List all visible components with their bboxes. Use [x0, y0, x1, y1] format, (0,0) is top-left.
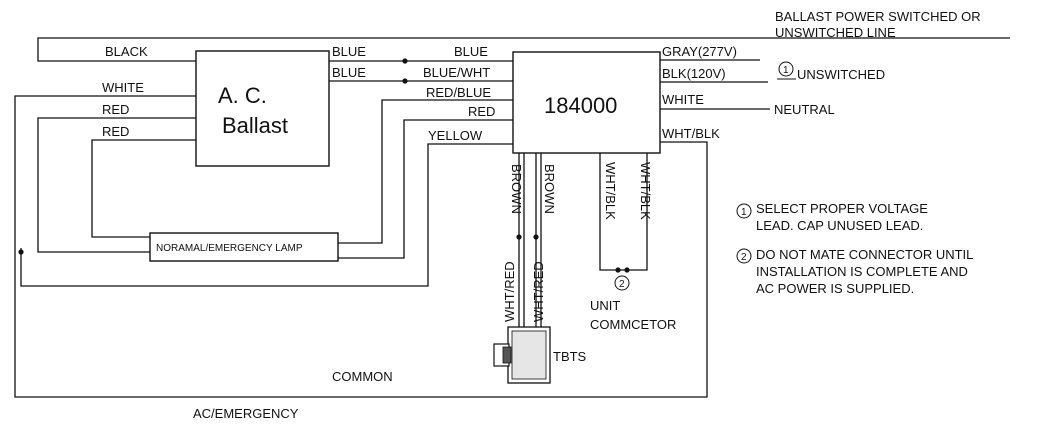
red-wire-2 [91, 139, 196, 238]
unswitched-label: UNSWITCHED [797, 67, 885, 82]
wire-label-brown-a: BROWN [509, 164, 524, 214]
wire-label-brown-b: BROWN [542, 164, 557, 214]
note-2-line3: AC POWER IS SUPPLIED. [756, 281, 914, 296]
white-common-wire [14, 95, 708, 398]
top-note-line2: UNSWITCHED LINE [775, 25, 896, 40]
red-blue-wire [338, 99, 513, 244]
wire-label-blk-120v: BLK(120V) [662, 66, 726, 81]
marker-2-circle [614, 275, 630, 291]
tbts-button-cap [502, 346, 512, 364]
wire-label-red-blue: RED/BLUE [426, 85, 491, 100]
unit-title: 184000 [544, 93, 617, 118]
wire-label-black: BLACK [105, 44, 148, 59]
wire-label-blue-ballast-1: BLUE [332, 44, 366, 59]
wire-label-yellow: YELLOW [428, 128, 483, 143]
junction-dot [402, 58, 408, 64]
note-1-marker: 1 [741, 207, 747, 218]
connector-dot [624, 267, 630, 273]
black-wire [37, 37, 1010, 62]
note-2-marker: 2 [741, 252, 747, 263]
note-2-marker-circle [736, 248, 752, 264]
wire-label-red-unit: RED [468, 104, 495, 119]
junction-dot [18, 249, 24, 255]
connector-dot [615, 267, 621, 273]
junction-dot [516, 234, 522, 240]
wire-label-red-1: RED [102, 102, 129, 117]
ac-ballast-box [195, 50, 330, 167]
wire-label-wht-blk-a: WHT/BLK [603, 162, 618, 220]
note-1-line1: SELECT PROPER VOLTAGE [756, 201, 928, 216]
junction-dot [402, 78, 408, 84]
wire-label-gray-277v: GRAY(277V) [662, 44, 737, 59]
junction-dot [533, 234, 539, 240]
wire-label-red-2: RED [102, 124, 129, 139]
tbts-label: TBTS [553, 349, 587, 364]
note-1-line2: LEAD. CAP UNUSED LEAD. [756, 218, 923, 233]
footer-label: AC/EMERGENCY [193, 406, 299, 421]
note-2-line1: DO NOT MATE CONNECTOR UNTIL [756, 247, 973, 262]
wire-label-blue-unit: BLUE [454, 44, 488, 59]
common-label: COMMON [332, 369, 393, 384]
top-note-line1: BALLAST POWER SWITCHED OR [775, 9, 981, 24]
marker-1-circle [778, 61, 794, 77]
ballast-title-line1: A. C. [218, 83, 267, 108]
marker-2-number: 2 [619, 279, 625, 290]
note-1-marker-circle [736, 203, 752, 219]
ballast-title-line2: Ballast [222, 113, 288, 138]
marker-1-number: 1 [783, 65, 789, 76]
red-wire-unit [338, 119, 513, 259]
wire-label-wht-red-b: WHT/RED [531, 261, 546, 322]
note-2: 2 DO NOT MATE CONNECTOR UNTIL INSTALLATI… [736, 247, 973, 296]
note-1: 1 SELECT PROPER VOLTAGE LEAD. CAP UNUSED… [736, 201, 928, 233]
wire-label-wht-red-a: WHT/RED [502, 261, 517, 322]
unit-connector-line2: COMMCETOR [590, 317, 676, 332]
lamp-label: NORAMAL/EMERGENCY LAMP [156, 243, 303, 254]
wire-label-white-unit: WHITE [662, 92, 704, 107]
neutral-label: NEUTRAL [774, 102, 835, 117]
wire-label-blue-ballast-2: BLUE [332, 65, 366, 80]
wire-label-blue-wht: BLUE/WHT [423, 65, 490, 80]
unit-184000-box [512, 51, 661, 154]
wht-blk-wire-loop [599, 153, 648, 271]
red-wire-1 [37, 117, 196, 253]
yellow-wire [20, 143, 513, 287]
tbts-switch-face [511, 330, 547, 380]
unit-connector-line1: UNIT [590, 298, 620, 313]
note-2-line2: INSTALLATION IS COMPLETE AND [756, 264, 968, 279]
wire-label-wht-blk-b: WHT/BLK [638, 162, 653, 220]
lamp-box [149, 232, 339, 262]
wire-label-wht-blk-unit: WHT/BLK [662, 126, 720, 141]
wire-label-white: WHITE [102, 80, 144, 95]
